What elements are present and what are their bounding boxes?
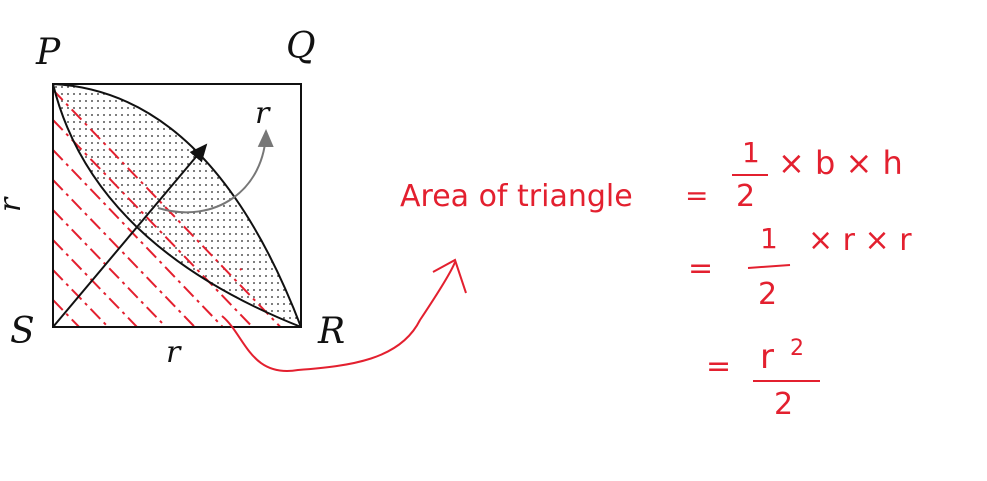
fraction1-numerator: 1	[742, 136, 760, 169]
label-r-vertex: R	[317, 311, 345, 352]
equals-3: =	[706, 349, 731, 384]
fraction1-denominator: 2	[736, 179, 755, 214]
side-label-bottom: r	[166, 335, 182, 370]
r-squared-base: r	[760, 337, 774, 377]
equals-1: =	[685, 179, 708, 212]
times-b-times-h: × b × h	[778, 144, 903, 182]
gray-pointer-arrow	[157, 129, 274, 214]
arc-centered-q	[52, 83, 302, 328]
fraction2-bar	[747, 264, 791, 269]
label-q: Q	[286, 26, 316, 67]
red-arrowhead	[432, 258, 467, 294]
side-label-left: r	[0, 196, 28, 212]
area-of-triangle-text: Area of triangle	[400, 179, 633, 214]
equals-2: =	[688, 251, 713, 286]
r-squared-exponent: 2	[790, 336, 804, 361]
radius-arrow	[52, 143, 208, 328]
fraction2-numerator: 1	[760, 222, 778, 255]
fraction3-denominator: 2	[774, 387, 793, 422]
radius-label: r	[255, 96, 271, 131]
fraction2-denominator: 2	[758, 277, 777, 312]
times-r-times-r: × r × r	[808, 223, 912, 258]
red-curved-arrow	[221, 261, 456, 372]
dotted-lens-region	[53, 84, 301, 327]
label-p: P	[35, 32, 61, 73]
label-s: S	[10, 311, 35, 352]
square-pqrs	[52, 83, 302, 328]
